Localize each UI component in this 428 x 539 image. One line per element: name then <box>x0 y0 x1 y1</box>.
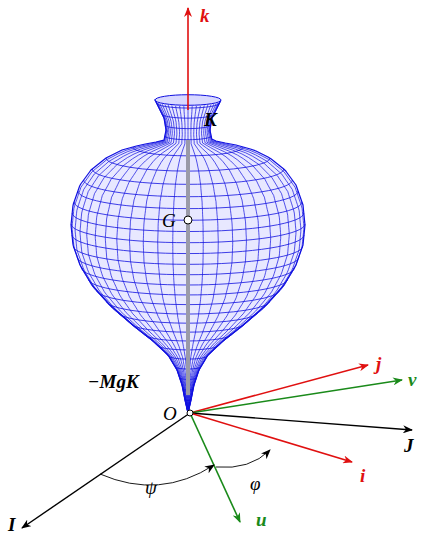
top-outline <box>71 100 305 413</box>
meridian-line <box>75 102 188 413</box>
meridian-line <box>95 104 188 413</box>
vector-label: k <box>200 6 210 25</box>
angle-label: ψ <box>145 478 157 497</box>
center-of-mass <box>184 216 192 224</box>
vector-label: j <box>376 354 381 373</box>
meridian-line <box>173 106 188 413</box>
top-body <box>71 95 305 413</box>
force-label: −MgK <box>88 372 139 391</box>
meridian-line <box>158 106 188 413</box>
phi-arc <box>216 450 270 467</box>
meridian-line <box>80 103 188 413</box>
vector-label: u <box>256 510 267 529</box>
angle-label: φ <box>250 474 261 493</box>
origin-point <box>187 410 193 416</box>
vector-label: J <box>404 436 414 455</box>
vector-label: v <box>408 370 416 389</box>
vector-label: K <box>204 110 217 129</box>
i-axis <box>190 413 352 462</box>
meridian-line <box>87 104 188 413</box>
point-label: G <box>162 211 176 230</box>
vector-label: i <box>360 466 365 485</box>
meridian-line <box>188 106 189 413</box>
meridian-line <box>105 105 188 413</box>
meridian-line <box>72 102 188 413</box>
meridian-line <box>117 105 188 413</box>
J-axis <box>190 413 412 430</box>
axis-rod <box>186 140 190 395</box>
meridian-line <box>143 106 188 413</box>
I-axis <box>22 413 190 528</box>
psi-arc <box>100 465 214 485</box>
vector-label: I <box>8 515 15 534</box>
meridian-line <box>188 106 218 413</box>
u-axis <box>190 413 240 522</box>
v-axis <box>190 380 402 413</box>
k-axis <box>187 8 189 110</box>
meridian-line <box>130 106 189 414</box>
meridian-line <box>188 102 304 413</box>
point-label: O <box>163 404 177 423</box>
